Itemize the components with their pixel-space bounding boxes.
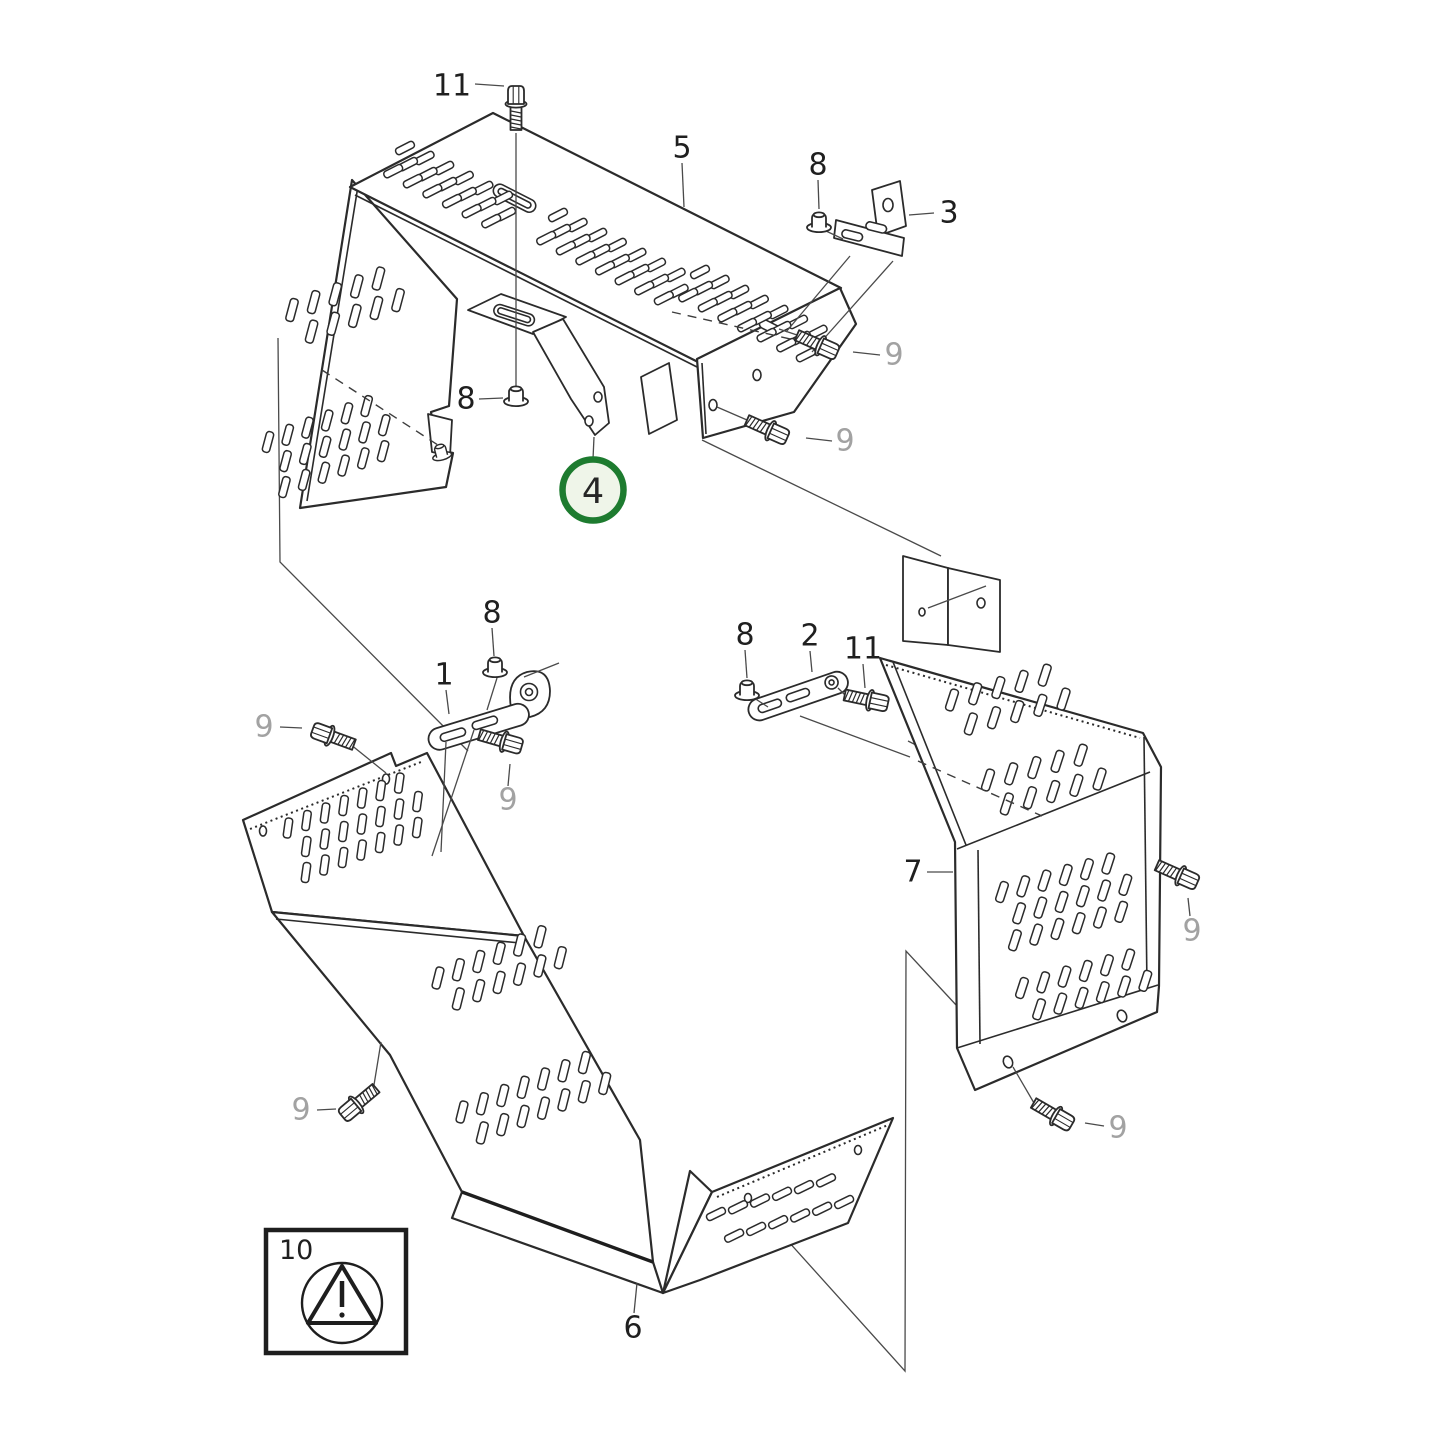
perforation-cluster xyxy=(1014,948,1153,1021)
callout-9-panel-bottom: 9 xyxy=(1108,1111,1127,1146)
callout-9-right-lower: 9 xyxy=(835,424,854,459)
side-panel-part7 xyxy=(878,555,1163,1092)
callout-1: 1 xyxy=(434,658,453,693)
callout-6: 6 xyxy=(623,1311,642,1346)
bolt-9-left-upper xyxy=(308,718,359,756)
nut-8-top-right xyxy=(806,211,832,234)
callout-3: 3 xyxy=(939,196,958,231)
callout-9-panel-mid: 9 xyxy=(1182,914,1201,949)
callout-5: 5 xyxy=(672,131,691,166)
nut-8-bracket2 xyxy=(734,679,760,701)
callout-11-bracket2: 11 xyxy=(844,632,882,667)
selected-part-hotspot[interactable]: 4 xyxy=(559,456,627,524)
bracket-strap-part1 xyxy=(427,670,551,751)
callout-8-bracket1: 8 xyxy=(482,596,501,631)
callout-9-left-upper: 9 xyxy=(254,710,273,745)
perforation-cluster xyxy=(455,1050,612,1145)
perforation-cluster xyxy=(994,852,1133,952)
callout-7: 7 xyxy=(903,855,922,890)
hood-right-face xyxy=(695,286,858,440)
bolt-9-left-lower xyxy=(334,1079,384,1126)
callout-8-bracket2: 8 xyxy=(735,618,754,653)
perforation-cluster xyxy=(261,394,391,499)
bolt-11-bracket2 xyxy=(841,683,891,716)
panel7-rear-tab xyxy=(902,555,949,646)
bracket-z-part3 xyxy=(833,180,907,257)
leader-lines xyxy=(279,83,1191,1314)
perforation-cluster xyxy=(944,663,1071,736)
highlight-ring-icon xyxy=(559,456,627,524)
callout-labels: 11 5 8 3 9 9 8 8 1 9 9 9 8 2 11 7 9 9 6 xyxy=(254,69,1201,1346)
callout-11-top: 11 xyxy=(433,69,471,104)
nut-8-bracket1 xyxy=(482,656,508,678)
perforation-cluster xyxy=(431,925,567,1011)
bracket-strap-part2 xyxy=(747,670,849,722)
nut-8-center xyxy=(503,385,529,408)
callout-4-selected: 4 xyxy=(582,472,604,512)
callout-10: 10 xyxy=(279,1235,313,1266)
callout-2: 2 xyxy=(800,619,819,654)
perforation-cluster xyxy=(282,772,423,884)
callout-8-center: 8 xyxy=(456,382,475,417)
bolt-9-panel-bottom xyxy=(1027,1093,1078,1135)
perforation-cluster xyxy=(705,1173,855,1243)
perforation-slots xyxy=(261,140,1153,1243)
perforation-cluster xyxy=(535,207,689,306)
callout-9-bracket1: 9 xyxy=(498,783,517,818)
perforation-cluster xyxy=(980,743,1107,816)
warning-legend-box: 10 xyxy=(263,1227,409,1356)
callout-9-left-lower: 9 xyxy=(291,1093,310,1128)
callout-9-right-upper: 9 xyxy=(884,338,903,373)
hood-front-flap xyxy=(640,362,678,435)
warning-triangle-icon xyxy=(300,1261,384,1345)
perforation-cluster xyxy=(285,266,405,344)
bracket-part4 xyxy=(467,293,610,436)
callout-8-top-right: 8 xyxy=(808,148,827,183)
perforation-cluster xyxy=(382,140,517,229)
